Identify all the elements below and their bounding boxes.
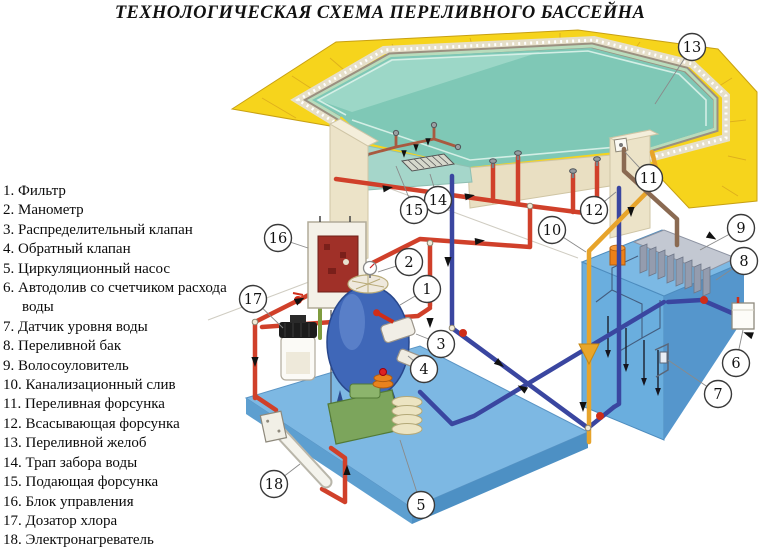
callout-8: 8: [729, 246, 759, 276]
multiport-valve: [373, 309, 416, 344]
legend-item: 14. Трап забора воды: [3, 454, 138, 471]
legend-item: 3. Распределительный клапан: [3, 221, 193, 238]
callout-16: 16: [263, 223, 293, 253]
legend-item: 12. Всасывающая форсунка: [3, 415, 180, 432]
legend-item: 18. Электронагреватель: [3, 532, 154, 549]
pump-motor-rings: [372, 368, 394, 389]
callout-7: 7: [703, 379, 733, 409]
callout-5: 5: [406, 490, 436, 520]
gutter-green-stripe: [306, 44, 717, 152]
pressure-gauge: [362, 260, 378, 278]
wall-nozzle-stubs: [489, 150, 601, 178]
svg-text:18: 18: [265, 477, 283, 493]
pump-wet-end: [391, 396, 423, 435]
callout-15: 15: [399, 195, 429, 225]
chlorine-dosator: [279, 315, 317, 381]
callout-1: 1: [412, 274, 442, 304]
svg-text:6: 6: [731, 356, 740, 372]
circulation-pump: [327, 368, 423, 445]
svg-text:5: 5: [416, 498, 425, 514]
callout-13: 13: [677, 32, 707, 62]
page-title: ТЕХНОЛОГИЧЕСКАЯ СХЕМА ПЕРЕЛИВНОГО БАССЕЙ…: [114, 3, 646, 23]
legend-item: 17. Дозатор хлора: [3, 512, 118, 529]
overflow-tank: [580, 229, 746, 441]
legend-item: 10. Канализационный слив: [3, 377, 176, 394]
electric-heater: [259, 410, 333, 489]
callout-circles: 1 2 3 4 5 6 7 8 9 10 11 12 13 14 15 16 1…: [238, 32, 759, 520]
svg-text:2: 2: [404, 255, 413, 271]
legend-item: 1. Фильтр: [3, 183, 66, 199]
svg-text:17: 17: [244, 292, 262, 308]
legend-item: 4. Обратный клапан: [3, 241, 131, 258]
svg-text:4: 4: [419, 362, 428, 378]
legend-item: 9. Волосоуловитель: [3, 357, 129, 374]
svg-text:13: 13: [683, 40, 701, 56]
svg-text:3: 3: [436, 337, 445, 353]
svg-text:9: 9: [736, 221, 745, 237]
water-level-sensor: [654, 342, 669, 378]
callout-2: 2: [394, 247, 424, 277]
pool-water-highlight: [318, 52, 540, 112]
legend-item: 5. Циркуляционный насос: [3, 260, 170, 277]
svg-text:10: 10: [543, 223, 561, 239]
pool-step-lines: [316, 50, 707, 161]
callout-10: 10: [537, 215, 567, 245]
callout-11: 11: [634, 163, 664, 193]
legend-item: 15. Подающая форсунка: [3, 474, 159, 491]
floor-nozzle-manifold: [365, 125, 459, 157]
legend-item: 7. Датчик уровня воды: [3, 318, 148, 335]
svg-text:1: 1: [422, 282, 431, 298]
callout-18: 18: [259, 469, 289, 499]
overflow-pipe-brown: [621, 146, 680, 248]
callout-17: 17: [238, 284, 268, 314]
callout-6: 6: [721, 348, 751, 378]
pool-rim-dots: [295, 38, 728, 160]
legend-item: 13. Переливной желоб: [3, 435, 147, 452]
auto-refill-unit: [731, 297, 755, 330]
legend-item: 11. Переливная форсунка: [3, 396, 165, 413]
legend-item: 6. Автодолив со счетчиком расхода воды: [3, 280, 227, 316]
pool: [230, 29, 758, 273]
drain-funnel: [578, 343, 600, 366]
callout-12: 12: [579, 195, 609, 225]
legend-item: 2. Манометр: [3, 202, 84, 219]
svg-text:14: 14: [429, 193, 447, 209]
svg-text:15: 15: [405, 203, 423, 219]
callout-9: 9: [726, 213, 756, 243]
callout-3: 3: [426, 329, 456, 359]
svg-text:11: 11: [640, 171, 658, 187]
legend-item: 8. Переливной бак: [3, 338, 122, 355]
svg-text:8: 8: [739, 254, 748, 270]
svg-text:16: 16: [269, 231, 287, 247]
intake-grate: [400, 153, 456, 172]
control-unit: [307, 216, 367, 309]
hair-catcher: [632, 229, 738, 297]
tank-right-face: [664, 262, 744, 440]
legend-list: 1. Фильтр 2. Манометр 3. Распределительный…: [3, 182, 231, 551]
callout-14: 14: [423, 185, 453, 215]
legend-item: 16. Блок управления: [3, 493, 134, 510]
svg-text:7: 7: [713, 387, 722, 403]
callout-4: 4: [409, 354, 439, 384]
svg-text:12: 12: [585, 203, 603, 219]
